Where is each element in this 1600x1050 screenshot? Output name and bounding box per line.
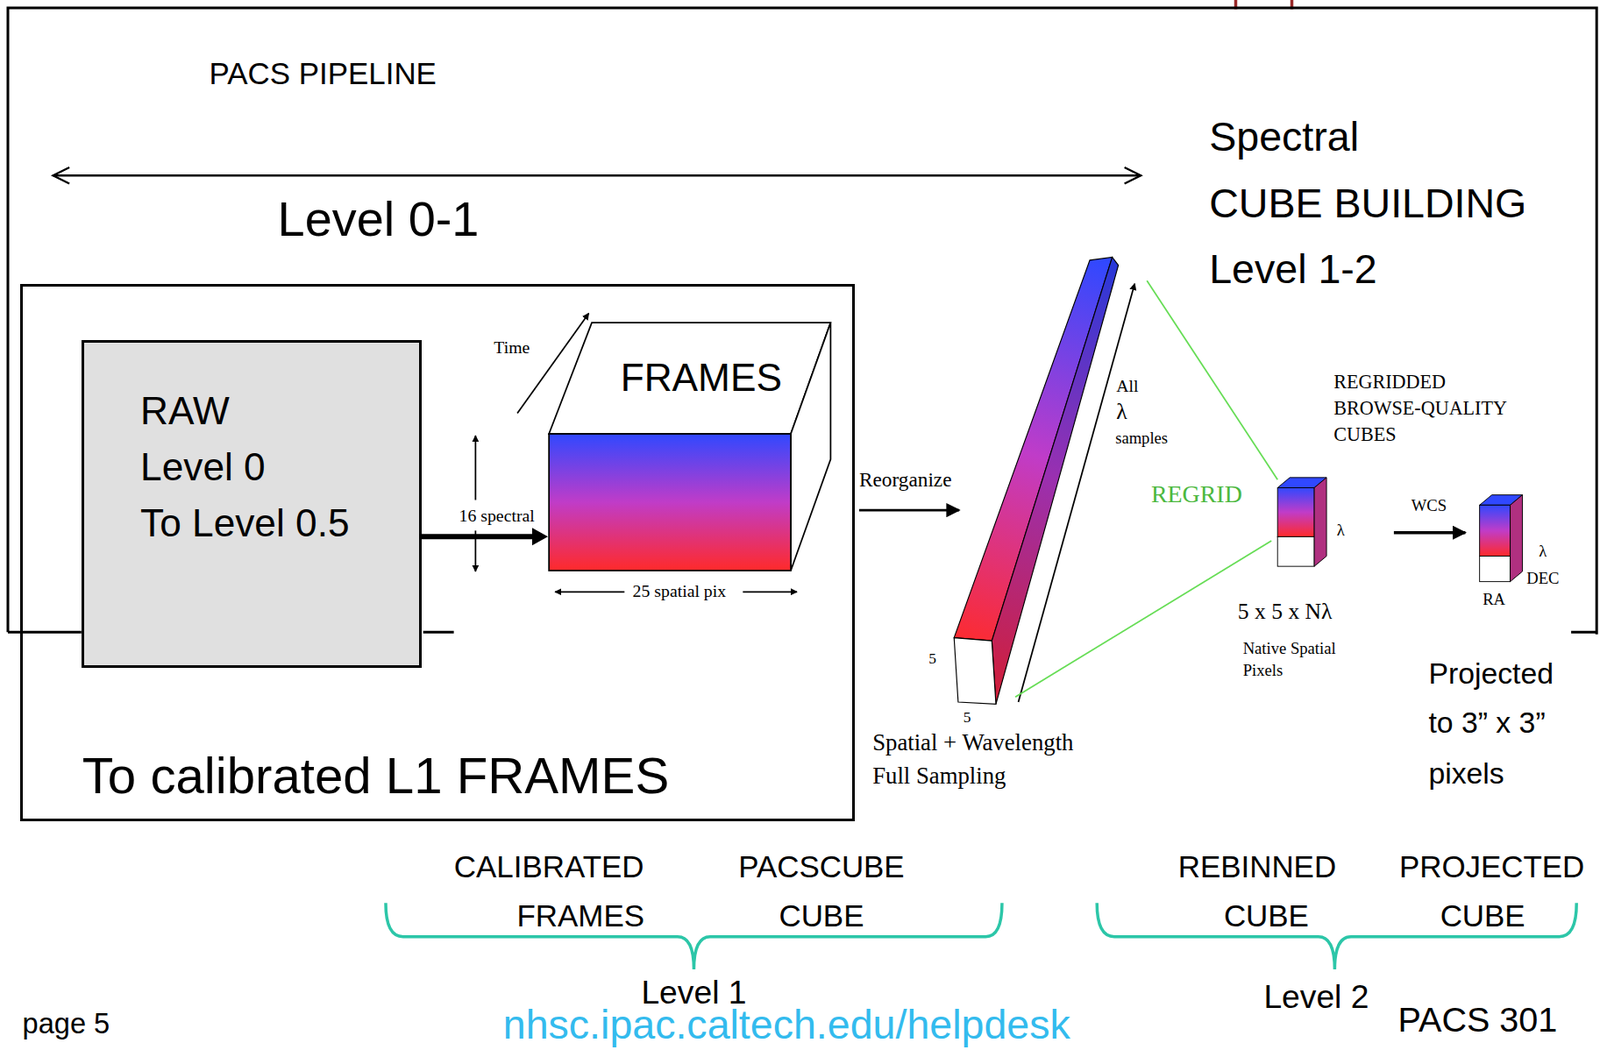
- text-label: PACSCUBE: [738, 849, 904, 885]
- text-label: CUBE: [778, 898, 864, 934]
- text-label: 25 spatial pix: [632, 581, 727, 602]
- text-label: DEC: [1526, 568, 1559, 588]
- text-label: CUBE BUILDING: [1208, 180, 1527, 228]
- text-label: Spatial + Wavelength: [872, 729, 1074, 757]
- text-label: page 5: [22, 1008, 111, 1041]
- text-label: 16 spectral: [458, 504, 536, 526]
- text-label: PACS PIPELINE: [209, 56, 437, 92]
- projected-cube: [1479, 495, 1523, 583]
- text-label: CUBES: [1333, 423, 1396, 446]
- all-samples-arrow: [1018, 284, 1136, 703]
- text-label: Reorganize: [859, 468, 953, 492]
- text-label: pixels: [1428, 756, 1504, 791]
- text-label: To calibrated L1 FRAMES: [82, 746, 669, 806]
- text-label: CALIBRATED: [454, 849, 645, 885]
- text-label: To Level 0.5: [140, 500, 349, 546]
- text-label: All: [1116, 376, 1138, 397]
- text-label: WCS: [1411, 497, 1447, 516]
- raw-box: RAW Level 0 To Level 0.5: [81, 340, 422, 669]
- text-label: REBINNED: [1178, 849, 1337, 885]
- reorganize-arrow: [859, 509, 960, 512]
- text-label: Level 2: [1263, 978, 1369, 1017]
- text-label: to 3” x 3”: [1428, 705, 1545, 740]
- text-label: Projected: [1428, 656, 1554, 691]
- text-label: nhsc.ipac.caltech.edu/helpdesk: [503, 1002, 1071, 1050]
- level1-box: To calibrated L1 FRAMES RAW Level 0 To Leve…: [20, 284, 855, 822]
- text-label: CUBE: [1440, 898, 1526, 934]
- text-label: BROWSE-QUALITY: [1333, 397, 1508, 420]
- text-label: λ: [1538, 541, 1547, 561]
- text-label: λ: [1336, 521, 1345, 541]
- text-label: 5: [928, 649, 937, 668]
- text-label: Pixels: [1243, 661, 1284, 680]
- text-label: 5 x 5 x Nλ: [1237, 599, 1333, 626]
- text-label: Time: [493, 336, 530, 357]
- text-label: RA: [1482, 590, 1506, 610]
- frames-cube: FRAMES: [547, 321, 832, 572]
- text-label: Native Spatial: [1243, 640, 1337, 659]
- text-label: Level 1-2: [1208, 247, 1377, 295]
- text-label: FRAMES: [620, 355, 783, 400]
- text-label: Full Sampling: [872, 761, 1006, 790]
- text-label: Level 0-1: [277, 191, 480, 248]
- text-label: CUBE: [1223, 898, 1309, 934]
- text-label: 5: [963, 708, 972, 726]
- text-label: RAW: [140, 388, 230, 434]
- flow-arrow: [421, 527, 548, 546]
- text-label: λ: [1116, 398, 1127, 425]
- text-label: Spectral: [1208, 113, 1359, 162]
- text-label: Level 0: [140, 444, 266, 490]
- text-label: REGRID: [1151, 480, 1243, 509]
- text-label: samples: [1115, 429, 1168, 448]
- text-label: PACS 301: [1398, 1000, 1558, 1041]
- text-label: PROJECTED: [1399, 849, 1585, 885]
- rebinned-cube: [1277, 477, 1327, 567]
- wcs-arrow: [1393, 531, 1465, 534]
- level-span-arrow: [53, 167, 1142, 185]
- regrid-lines: [1015, 280, 1278, 697]
- text-label: REGRIDDED: [1333, 371, 1446, 394]
- text-label: FRAMES: [517, 898, 645, 934]
